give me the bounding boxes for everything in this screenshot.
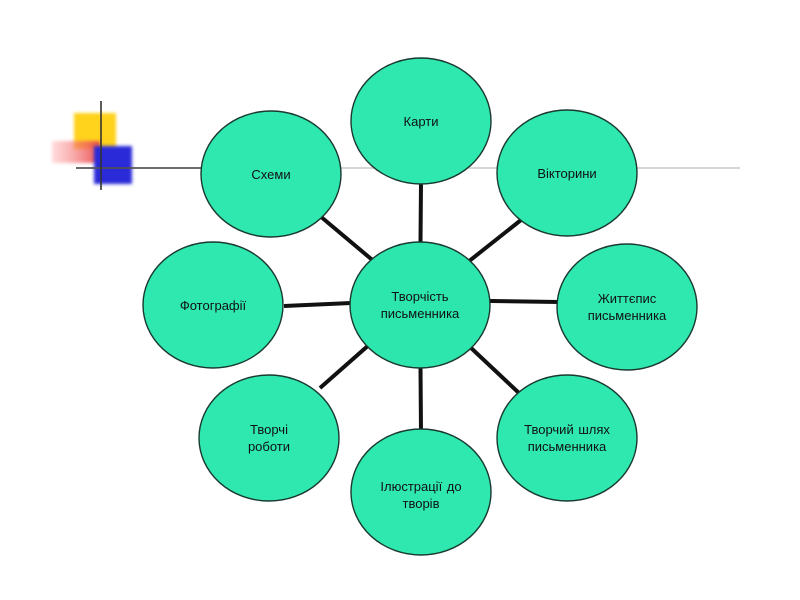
node-label-biography: Життєпис письменника — [587, 291, 667, 323]
node-circle-center — [349, 241, 491, 369]
node-label-creative-path: Творчий шлях письменника — [524, 422, 610, 454]
node-label-photos: Фотографії — [179, 297, 247, 313]
node-circle-biography — [556, 243, 698, 371]
node-circle-maps — [350, 57, 492, 185]
node-circle-illustrations — [350, 428, 492, 556]
node-circle-quizzes — [496, 109, 638, 237]
node-label-maps: Карти — [403, 113, 439, 129]
center-node-label: Творчість письменника — [380, 289, 460, 321]
node-circle-creative-works — [198, 374, 340, 502]
node-circles — [142, 57, 698, 556]
node-label-creative-works: Творчі роботи — [247, 422, 291, 454]
node-circle-schemes — [200, 110, 342, 238]
node-circle-creative-path — [496, 374, 638, 502]
node-circle-photos — [142, 241, 284, 369]
node-label-illustrations: Ілюстрації до творів — [380, 479, 462, 511]
deco-red-square — [52, 141, 100, 163]
node-label-quizzes: Вікторини — [537, 165, 597, 181]
node-label-schemes: Схеми — [251, 166, 291, 182]
